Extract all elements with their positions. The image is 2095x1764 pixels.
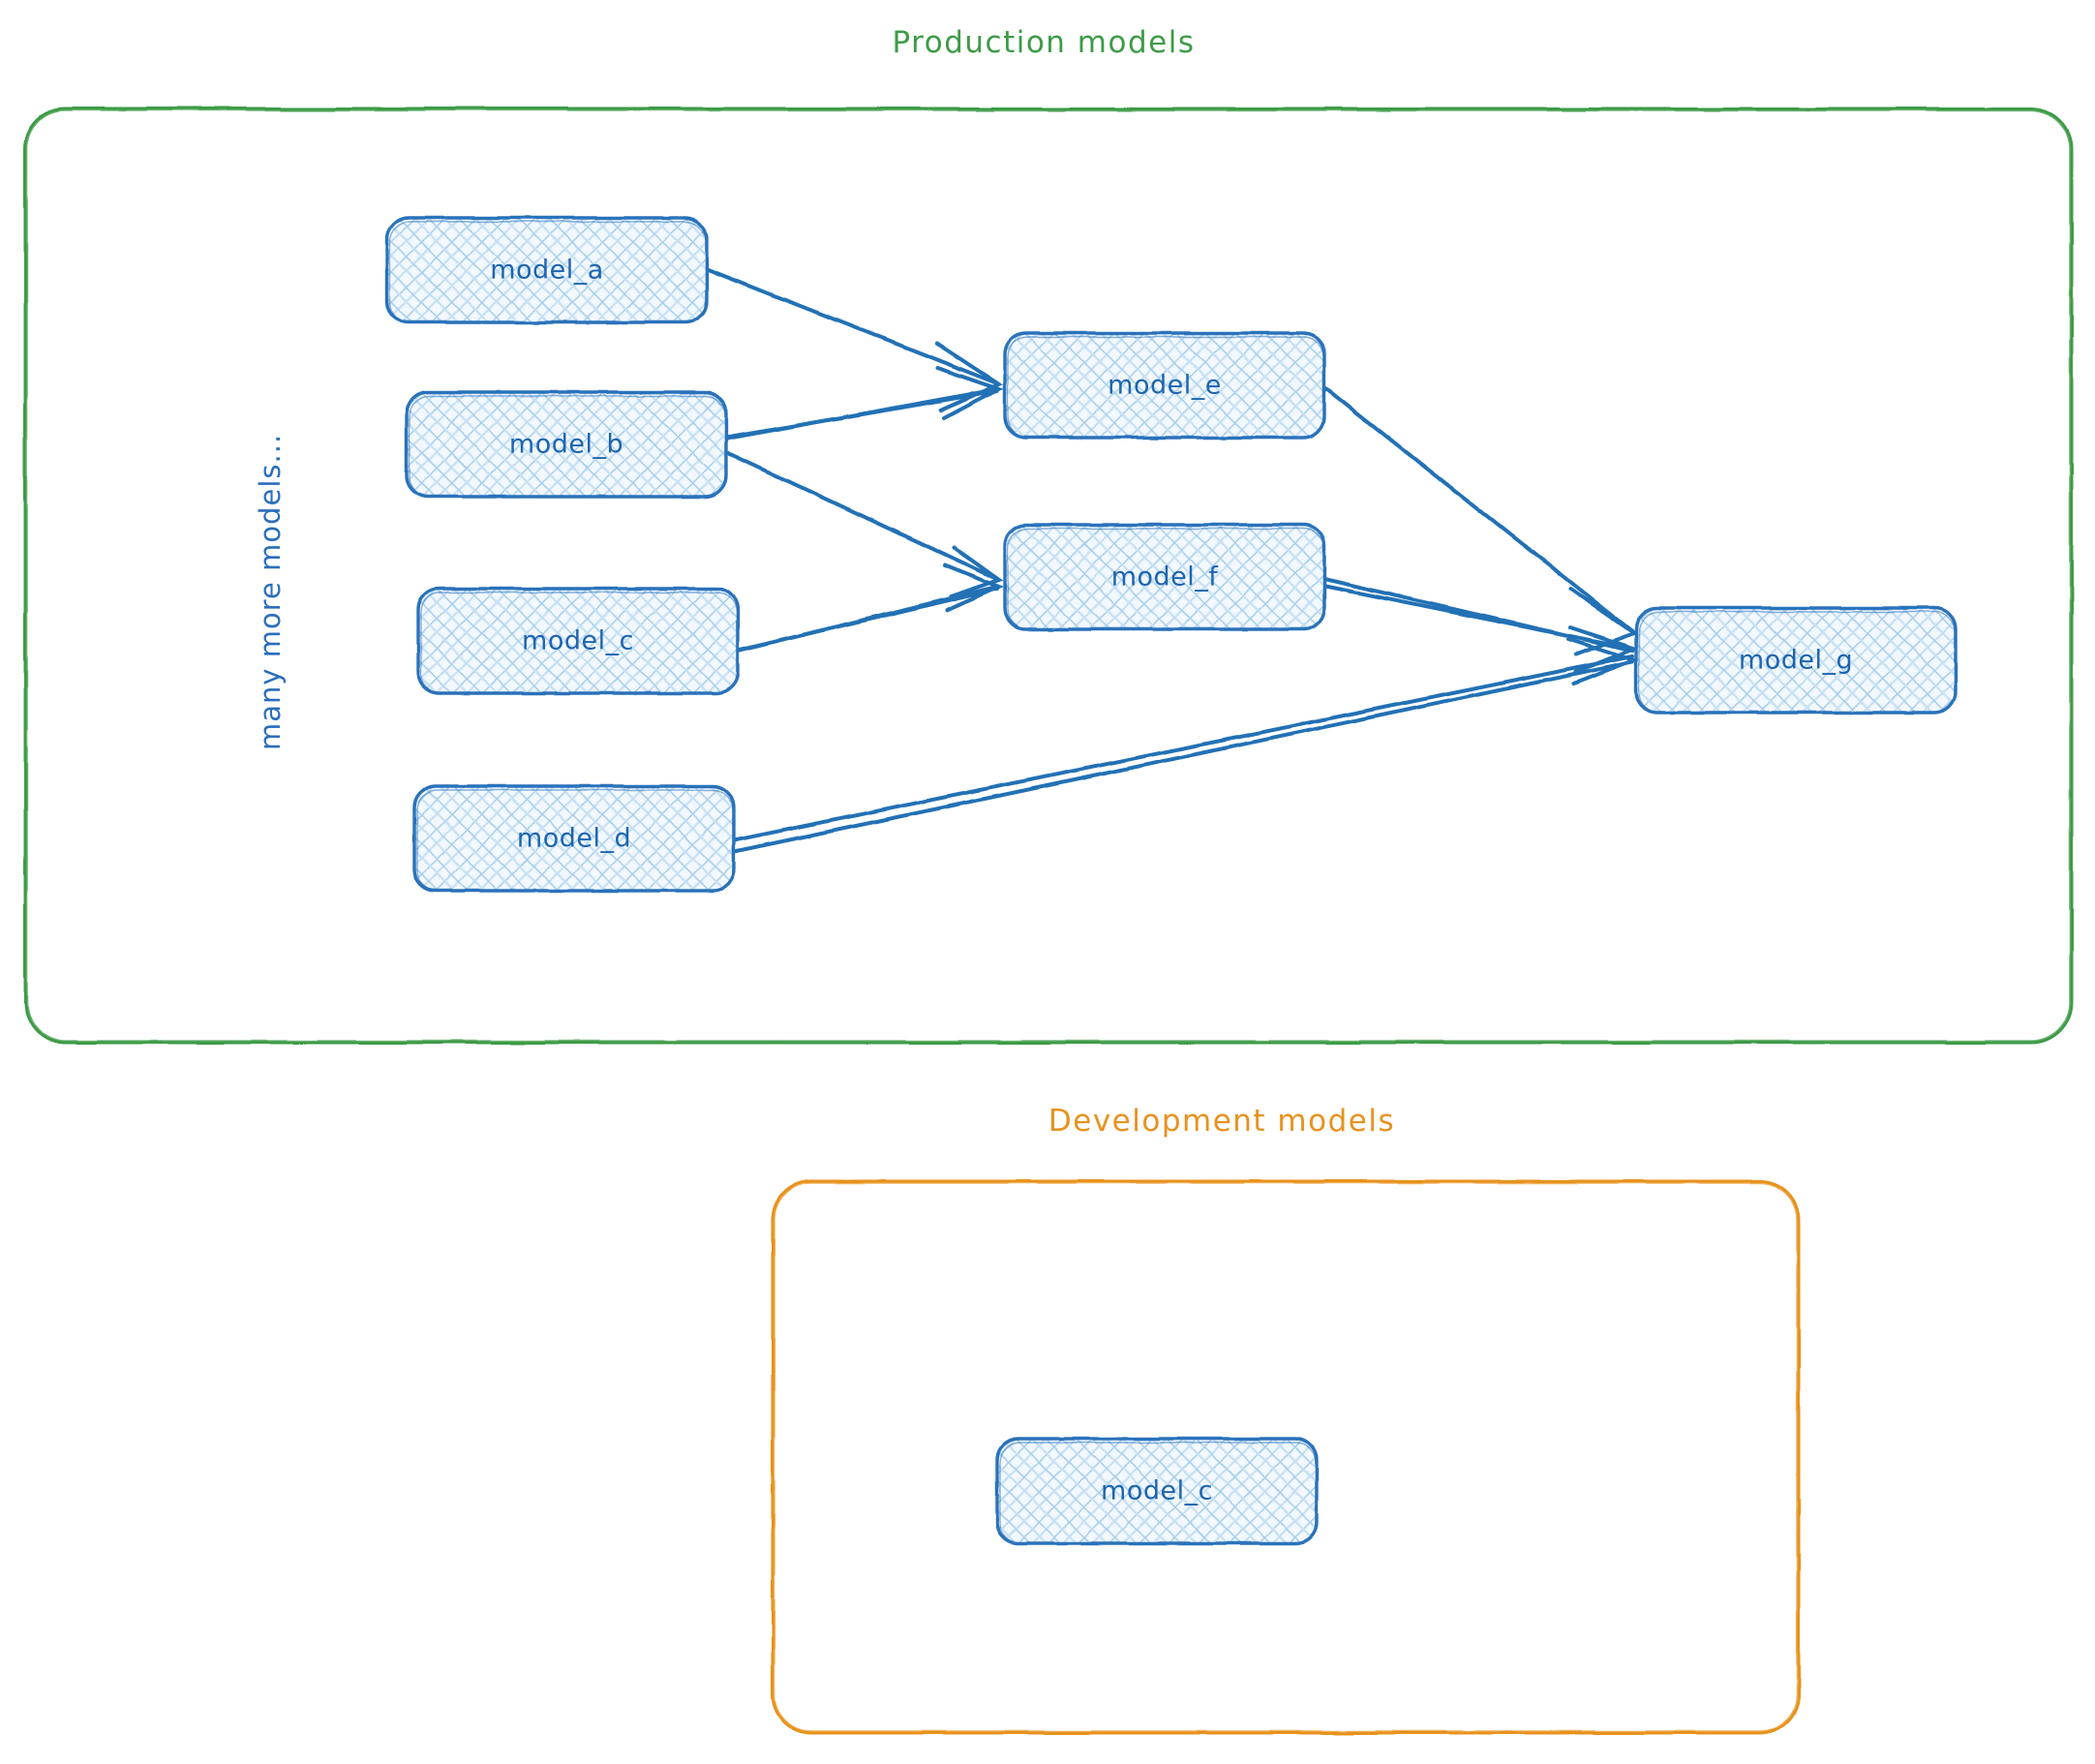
group-container-development <box>771 1179 1801 1735</box>
node-layer <box>385 216 1958 1545</box>
node-model-d[interactable] <box>412 784 736 893</box>
edge-model-d-to-model-g <box>730 637 1640 854</box>
node-model-c-dev[interactable] <box>995 1437 1319 1545</box>
edge-model-b-to-model-e <box>709 366 1005 443</box>
annotation-many-more-models: many more models... <box>254 433 287 750</box>
edge-layer <box>705 267 1640 854</box>
edge-model-a-to-model-e <box>705 267 1004 412</box>
node-model-g[interactable] <box>1634 606 1958 715</box>
node-model-f[interactable] <box>1003 523 1326 631</box>
group-title-development: Development models <box>1048 1104 1396 1139</box>
node-model-e[interactable] <box>1003 331 1326 440</box>
edge-model-b-to-model-f <box>726 451 1004 598</box>
node-model-b[interactable] <box>405 390 728 499</box>
group-container-production <box>23 106 2074 1045</box>
group-title-production: Production models <box>892 25 1196 60</box>
node-model-a[interactable] <box>385 216 709 324</box>
edge-model-c-to-model-f <box>722 563 1005 656</box>
node-model-c[interactable] <box>416 587 740 695</box>
